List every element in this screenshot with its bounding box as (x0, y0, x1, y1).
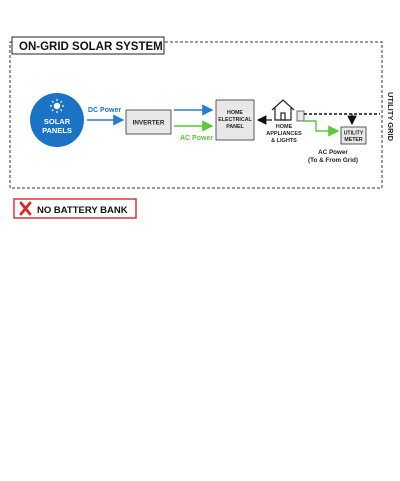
solar-panels-label-1: SOLAR (44, 117, 71, 126)
ac-power-grid-label-2: (To & From Grid) (308, 157, 358, 164)
no-battery-label: NO BATTERY BANK (37, 205, 128, 216)
home-panel-label-1: HOME (227, 110, 243, 116)
title-tab (11, 36, 165, 55)
sun-icon (50, 99, 64, 113)
appliances-label-3: & LIGHTS (271, 138, 297, 144)
inverter-node (125, 109, 172, 135)
home-panel-label-3: PANEL (226, 124, 244, 130)
red-x-icon (19, 201, 32, 216)
home-panel-label-2: ELECTRICAL (218, 117, 252, 123)
utility-meter-node (340, 126, 367, 145)
diagram-title: ON-GRID SOLAR SYSTEM (19, 41, 163, 53)
house-icon (271, 99, 295, 121)
no-battery-box (13, 198, 137, 219)
utility-meter-label-1: UTILITY (344, 131, 364, 137)
ac-power-grid-label-1: AC Power (318, 149, 348, 156)
solar-panels-label-2: PANELS (42, 126, 72, 135)
ac-to-meter-arrow (304, 120, 340, 137)
ac-power-label: AC Power (180, 135, 213, 142)
system-boundary (9, 41, 383, 189)
solar-panels-node (30, 93, 84, 147)
connection-box (296, 110, 305, 122)
utility-meter-label-2: METER (344, 137, 362, 143)
home-panel-node (215, 99, 255, 141)
inverter-label: INVERTER (133, 120, 165, 127)
appliances-label-2: APPLIANCES (266, 131, 302, 137)
utility-grid-label: UTILITY GRID (386, 92, 395, 142)
appliances-label-1: HOME (276, 124, 293, 130)
dc-power-label: DC Power (88, 107, 121, 114)
